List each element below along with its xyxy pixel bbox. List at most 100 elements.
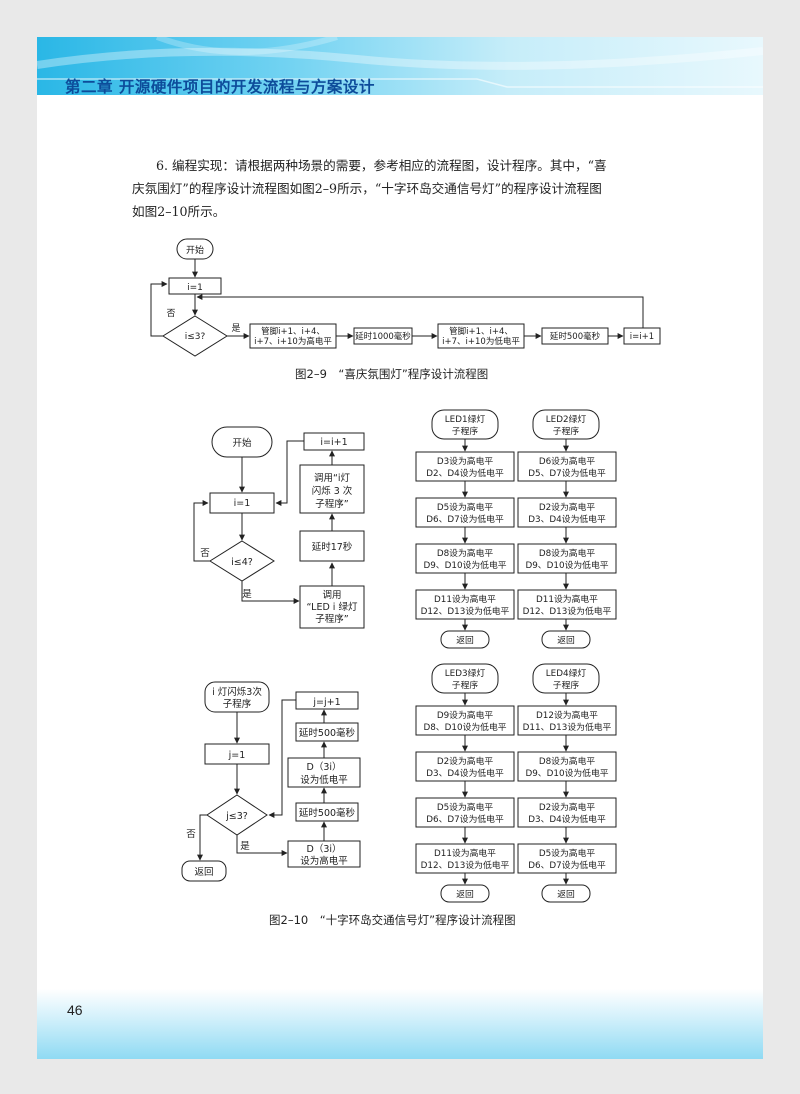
fig9-inc-label: i=i+1 [630, 332, 654, 342]
fig10-inc-label: i=i+1 [320, 437, 347, 448]
fig9-flowchart [150, 238, 661, 357]
led3-step4-line2: D12、D13设为低电平 [421, 859, 510, 871]
body-text-line-3: 如图2–10所示。 [132, 204, 226, 219]
fig10-delay-label: 延时17秒 [312, 541, 353, 553]
flash-cond-label: j≤3? [225, 811, 248, 822]
fig10-call-flash-box [299, 464, 365, 514]
led3-step4-line1: D11设为高电平 [434, 847, 496, 859]
fig10-call-line1: 调用 [322, 590, 341, 601]
flash-init-label: j=1 [228, 750, 246, 761]
led4-step4-line1: D5设为高电平 [539, 847, 596, 859]
led2-title-line1: LED2绿灯 [546, 413, 587, 425]
led4-title-line2: 子程序 [553, 679, 580, 691]
fig10-start-label: 开始 [232, 437, 252, 449]
led4-step1-line2: D11、D13设为低电平 [523, 721, 612, 733]
fig10-cond-label: i≤4? [231, 557, 253, 568]
fig9-cond-label: i≤3? [185, 332, 206, 342]
led2-step4-line1: D11设为高电平 [536, 593, 598, 605]
led1-step2-line1: D5设为高电平 [437, 501, 494, 513]
led3-return-label: 返回 [456, 888, 474, 900]
led2-return-label: 返回 [557, 634, 575, 646]
led4-step1-line1: D12设为高电平 [536, 709, 598, 721]
chapter-title: 第二章 开源硬件项目的开发流程与方案设计 [65, 78, 375, 96]
fig9-step1-line2: i+7、i+10为高电平 [254, 336, 332, 347]
led1-step3-line1: D8设为高电平 [437, 547, 494, 559]
flash-return-terminal [181, 860, 227, 882]
led2-step2-line2: D3、D4设为低电平 [528, 513, 606, 525]
page-footer [37, 989, 763, 1059]
fig9-set-high-box [249, 323, 337, 349]
fig9-step1-line1: 管脚i+1、i+4、 [261, 326, 325, 337]
led4-title-line1: LED4绿灯 [546, 667, 587, 679]
flash-set-low-box [287, 757, 361, 788]
flash-no-label: 否 [186, 829, 196, 840]
flash-low-line2: 设为低电平 [300, 774, 348, 786]
flash-delay1-label: 延时500毫秒 [299, 807, 356, 819]
led4-return-label: 返回 [557, 888, 575, 900]
fig9-no-label: 否 [166, 308, 175, 319]
flash-inc-label: j=j+1 [312, 697, 340, 708]
fig10-flash-line1: 调用“i灯 [314, 473, 351, 484]
led3-step1-line1: D9设为高电平 [437, 709, 494, 721]
fig9-set-low-box [437, 323, 525, 349]
fig9-yes-label: 是 [231, 323, 240, 334]
fig9-step2-line2: i+7、i+10为低电平 [442, 336, 520, 347]
fig10-call-line2: “LED i 绿灯 [307, 601, 358, 613]
led1-title-line1: LED1绿灯 [445, 413, 486, 425]
body-text-line-2: 庆氛围灯”的程序设计流程图如图2–9所示，“十字环岛交通信号灯”的程序设计流程图 [132, 181, 602, 196]
flash-low-line1: D（3i） [307, 761, 342, 773]
led1-title-line2: 子程序 [452, 425, 479, 437]
led4-step2-line2: D9、D10设为低电平 [525, 767, 608, 779]
led4-column [517, 663, 617, 903]
led-subroutines [415, 409, 617, 903]
flash-delay-2-box [295, 722, 359, 742]
led1-step2-line2: D6、D7设为低电平 [426, 513, 504, 525]
header-decoration [37, 37, 763, 88]
fig10-caption: 图2–10 “十字环岛交通信号灯”程序设计流程图 [269, 913, 516, 927]
fig10-no-label: 否 [200, 548, 210, 559]
fig10-flash-flowchart [181, 681, 361, 882]
fig9-start-label: 开始 [186, 244, 204, 256]
fig9-delay2-label: 延时500毫秒 [550, 331, 601, 342]
led3-step1-line2: D8、D10设为低电平 [423, 721, 506, 733]
page-header: 第二章 开源硬件项目的开发流程与方案设计 [37, 37, 763, 96]
led3-step2-line1: D2设为高电平 [437, 755, 494, 767]
led2-step1-line2: D5、D7设为低电平 [528, 467, 606, 479]
flash-set-high-box [287, 840, 361, 868]
page-number: 46 [67, 1002, 83, 1018]
fig10-flash-line2: 闪烁 3 次 [312, 485, 353, 497]
led2-step1-line1: D6设为高电平 [539, 455, 596, 467]
fig10-delay-17-box [299, 530, 365, 562]
led1-column [415, 409, 515, 649]
led3-title-line2: 子程序 [452, 679, 479, 691]
flash-high-line1: D（3i） [307, 843, 342, 855]
led4-step3-line1: D2设为高电平 [539, 801, 596, 813]
led2-step3-line1: D8设为高电平 [539, 547, 596, 559]
led2-step3-line2: D9、D10设为低电平 [525, 559, 608, 571]
led1-step1-line2: D2、D4设为低电平 [426, 467, 504, 479]
led3-title-line1: LED3绿灯 [445, 667, 486, 679]
led3-step2-line2: D3、D4设为低电平 [426, 767, 504, 779]
fig10-flash-line3: 子程序” [315, 498, 349, 510]
fig9-condition-diamond [162, 315, 228, 357]
led1-step4-line2: D12、D13设为低电平 [421, 605, 510, 617]
textbook-page: 第二章 开源硬件项目的开发流程与方案设计 6. 编程实现：请根据两种场景的需要，… [37, 37, 763, 1059]
flash-title-line1: i 灯闪烁3次 [212, 686, 262, 698]
fig9-caption: 图2–9 “喜庆氛围灯”程序设计流程图 [295, 367, 489, 381]
flash-high-line2: 设为高电平 [300, 855, 348, 867]
led2-step2-line1: D2设为高电平 [539, 501, 596, 513]
led4-step2-line1: D8设为高电平 [539, 755, 596, 767]
led4-step4-line2: D6、D7设为低电平 [528, 859, 606, 871]
flash-return-label: 返回 [194, 866, 213, 878]
fig9-increment-box [623, 327, 661, 345]
led3-column [415, 663, 515, 903]
flowcharts: 开始 i=1 i≤3? 是 否 管脚i+1、i+4、 i+7、i+10为高电平 … [150, 238, 661, 903]
led1-step4-line1: D11设为高电平 [434, 593, 496, 605]
led2-step4-line2: D12、D13设为低电平 [523, 605, 612, 617]
fig10-call-green-box [299, 585, 365, 629]
fig9-init-label: i=1 [187, 283, 203, 293]
flash-yes-label: 是 [240, 841, 250, 852]
fig10-call-line3: 子程序” [315, 613, 349, 625]
led2-column [517, 409, 617, 649]
led3-step3-line1: D5设为高电平 [437, 801, 494, 813]
